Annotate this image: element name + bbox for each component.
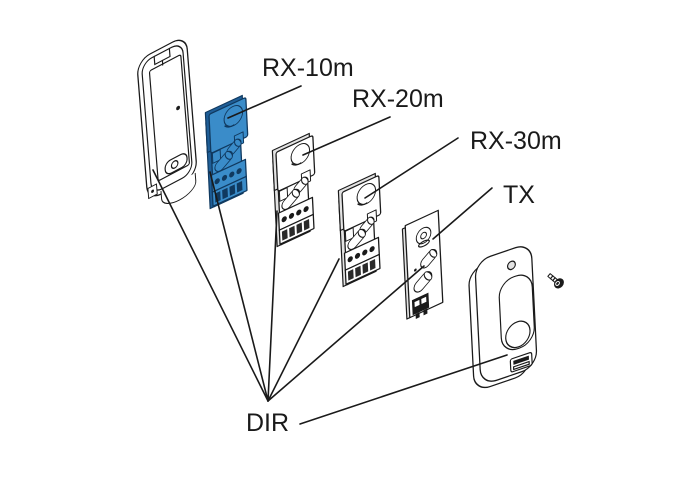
- cover-window: [498, 274, 535, 351]
- front-cover-part: [468, 246, 538, 389]
- leader-line-tx: [432, 187, 493, 240]
- dir-line-tx: [267, 265, 425, 402]
- dir-line-cover: [299, 354, 508, 425]
- tx-board-part: [401, 209, 444, 320]
- housing-wall-edge: [141, 45, 193, 191]
- housing-opening: [148, 54, 190, 181]
- callout-labels: RX-10m RX-20m RX-30m TX DIR: [246, 54, 562, 437]
- fixing-screw: [547, 273, 564, 289]
- tx-capacitor: [413, 271, 433, 293]
- cover-screw-hole: [506, 260, 516, 271]
- tx-screw-center: [420, 231, 427, 240]
- cover-lens: [505, 320, 531, 349]
- label-rx30m: RX-30m: [470, 127, 562, 155]
- label-tx: TX: [503, 181, 535, 209]
- housing-tab-hole: [170, 160, 179, 169]
- dir-line-rx20m: [267, 210, 278, 402]
- rx-20m-module: [271, 131, 319, 248]
- dir-line-rx30m: [267, 258, 340, 402]
- bracket-hole: [151, 189, 154, 193]
- housing-bottom-tab: [164, 153, 188, 175]
- dir-line-housing: [152, 169, 269, 402]
- label-rx10m: RX-10m: [262, 54, 354, 82]
- label-rx20m: RX-20m: [352, 85, 444, 113]
- tx-terminal-block: [411, 292, 430, 319]
- cover-bottom-slot: [509, 352, 533, 373]
- cable-clamp: [160, 172, 197, 204]
- rear-housing-part: [137, 39, 197, 204]
- label-dir: DIR: [246, 409, 289, 437]
- dir-line-rx10m: [209, 171, 269, 402]
- rx-30m-module: [337, 171, 385, 288]
- leader-line-rx10m: [227, 85, 302, 119]
- tx-washer: [418, 239, 430, 248]
- tx-via: [414, 268, 417, 272]
- leader-line-rx20m: [302, 116, 391, 156]
- housing-hole: [176, 105, 180, 111]
- leader-lines: [152, 85, 508, 425]
- leader-line-rx30m: [364, 137, 459, 199]
